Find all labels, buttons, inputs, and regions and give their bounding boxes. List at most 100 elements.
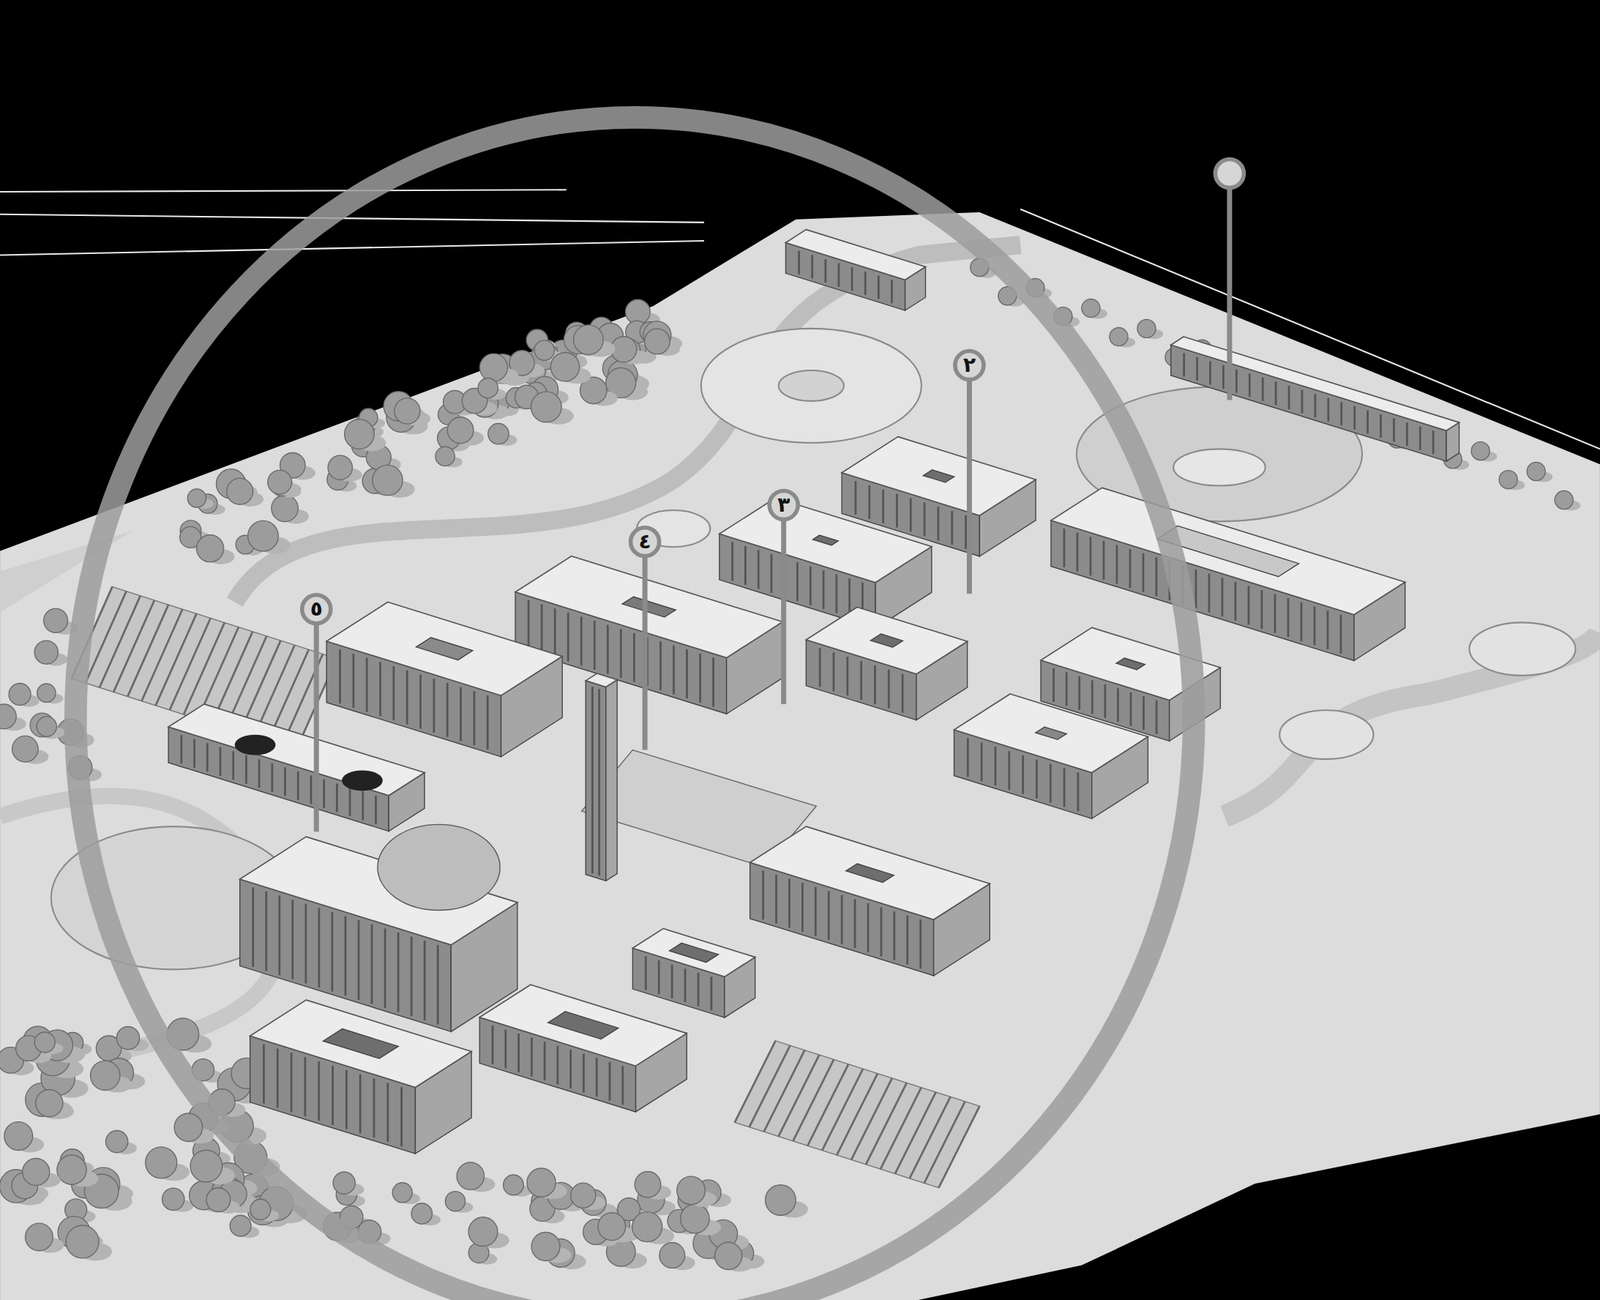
tree <box>550 352 591 384</box>
dome <box>377 824 500 910</box>
tree <box>677 1176 717 1207</box>
tree <box>372 464 416 498</box>
tree <box>0 704 27 731</box>
tree <box>715 1242 754 1272</box>
tree <box>1109 327 1136 347</box>
building <box>632 928 755 1019</box>
building <box>785 229 926 311</box>
tree <box>394 398 431 426</box>
plaza <box>701 328 922 443</box>
callout-marker <box>630 527 660 751</box>
tree <box>392 1182 421 1205</box>
building <box>479 984 687 1112</box>
tree <box>1081 298 1108 319</box>
callout-number: ٣ <box>777 494 790 516</box>
edge-line <box>0 189 567 192</box>
tree <box>196 535 235 565</box>
callout-number: ٤ <box>638 531 652 552</box>
tree <box>248 520 291 554</box>
tree <box>25 1223 65 1253</box>
tree <box>37 683 63 704</box>
tree <box>445 1191 473 1213</box>
building <box>719 497 932 628</box>
tree <box>531 1231 572 1263</box>
tree <box>530 391 574 425</box>
building <box>1171 336 1460 462</box>
tree <box>573 324 616 358</box>
tree <box>65 1225 112 1261</box>
tree <box>659 1242 696 1270</box>
tree <box>57 1154 99 1187</box>
tree <box>488 423 518 446</box>
tree <box>563 325 604 357</box>
building <box>750 826 991 976</box>
plaza <box>1173 448 1265 486</box>
building <box>953 693 1148 819</box>
tree <box>632 1212 675 1245</box>
building <box>326 601 563 757</box>
tree <box>526 1168 568 1199</box>
building <box>250 999 473 1154</box>
tree <box>644 328 681 356</box>
empty-callout <box>1215 158 1244 400</box>
tree <box>206 1187 241 1214</box>
building <box>585 673 618 881</box>
tree <box>344 419 387 452</box>
building <box>168 704 425 832</box>
tree <box>106 1130 137 1155</box>
tree <box>477 378 506 400</box>
callout-marker <box>769 491 798 705</box>
plaza <box>1279 709 1374 760</box>
tree <box>36 716 65 738</box>
tree <box>447 417 484 446</box>
tree <box>411 1203 441 1226</box>
skylight <box>341 769 383 791</box>
skylight <box>234 734 276 756</box>
tree <box>12 735 50 764</box>
tree <box>190 1149 235 1185</box>
tree <box>1498 470 1525 491</box>
callout-number: ٢ <box>963 354 976 376</box>
tree <box>1554 491 1581 511</box>
tree <box>680 1204 721 1236</box>
tree <box>435 446 463 467</box>
tree <box>570 1182 607 1210</box>
plaza <box>1468 622 1576 675</box>
tree <box>468 1217 510 1249</box>
tree <box>4 1122 44 1153</box>
pergola <box>734 1040 981 1188</box>
edge-line <box>0 214 705 223</box>
tree <box>1526 461 1553 482</box>
tree <box>765 1184 809 1218</box>
tree <box>250 1198 279 1221</box>
callout-marker <box>302 595 331 832</box>
tree <box>34 640 68 667</box>
building <box>805 606 967 720</box>
callout-marker <box>955 351 984 595</box>
tree <box>226 477 264 507</box>
edge-line <box>0 240 705 256</box>
tree <box>22 1157 61 1188</box>
tree <box>597 1212 637 1243</box>
tree <box>327 455 363 482</box>
tree <box>187 488 213 509</box>
tree <box>267 469 302 496</box>
callout-number: ٥ <box>310 598 323 620</box>
tree <box>34 1032 63 1054</box>
tree <box>1137 319 1164 339</box>
tree <box>161 1187 194 1213</box>
tree <box>8 683 40 708</box>
tree <box>456 1162 495 1192</box>
tree <box>90 1060 133 1093</box>
plaza <box>778 370 844 402</box>
tree <box>35 1089 74 1119</box>
tree <box>145 1146 190 1181</box>
tree <box>271 494 309 524</box>
tree <box>611 336 648 365</box>
tree <box>1471 442 1497 462</box>
tree <box>634 1171 672 1200</box>
focus-ring <box>75 117 1194 1300</box>
tree <box>333 1171 364 1196</box>
